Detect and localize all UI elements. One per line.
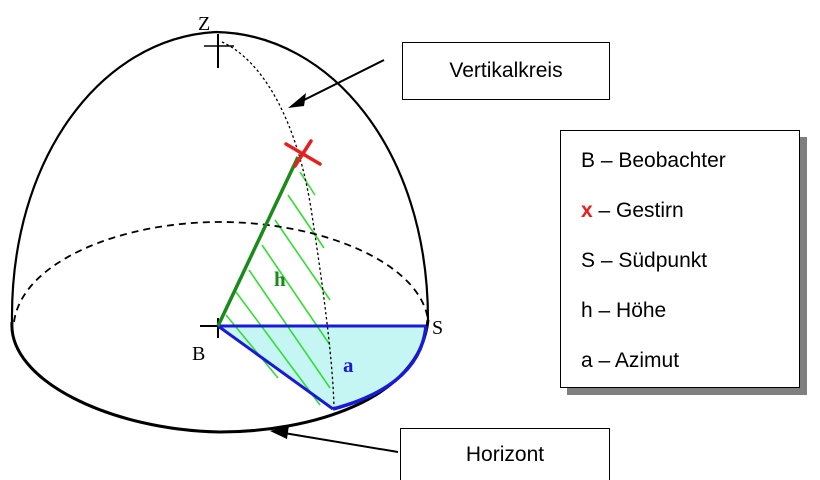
horizon-callout-text: Horizont (465, 443, 545, 466)
height-hatching (225, 171, 331, 406)
legend-symbol: B (581, 149, 596, 172)
height-label: h (274, 267, 286, 291)
vertical-circle-callout-text: Vertikalkreis (449, 59, 563, 82)
zenith-label: Z (198, 13, 210, 35)
legend-symbol: S (581, 249, 596, 272)
observer-label: B (192, 343, 205, 365)
height-line (216, 156, 300, 327)
vertical-circle-callout: Vertikalkreis (402, 42, 610, 100)
legend-symbol: a (581, 349, 593, 372)
legend-text: – Azimut (592, 349, 680, 372)
horizon-back-dashed (13, 221, 429, 323)
legend-item-south-point: S – Südpunkt (581, 249, 707, 273)
legend-text: – Beobachter (595, 149, 726, 172)
azimuth-arc (332, 325, 428, 411)
azimuth-sector-fill (218, 326, 425, 408)
vertical-circle-arrow (288, 59, 385, 108)
dome-outline (10, 30, 430, 323)
legend-symbol: h (581, 299, 593, 322)
azimuth-label: a (343, 353, 354, 377)
star-marker (284, 139, 322, 168)
legend-text: – Südpunkt (595, 249, 708, 272)
legend-symbol: x (581, 199, 593, 222)
legend-box: B – Beobachter x – Gestirn S – Südpunkt … (560, 130, 800, 388)
vertical-circle (221, 41, 335, 409)
horizon-callout: Horizont (400, 428, 610, 480)
horizon-arrow (270, 425, 399, 453)
south-label: S (432, 317, 443, 339)
legend-item-azimuth: a – Azimut (581, 349, 679, 373)
azimuth-line-star-foot (217, 324, 334, 411)
legend-item-height: h – Höhe (581, 299, 666, 323)
legend-item-star: x – Gestirn (581, 199, 684, 223)
legend-item-observer: B – Beobachter (581, 149, 726, 173)
legend-text: – Höhe (592, 299, 667, 322)
legend-text: – Gestirn (592, 199, 684, 222)
